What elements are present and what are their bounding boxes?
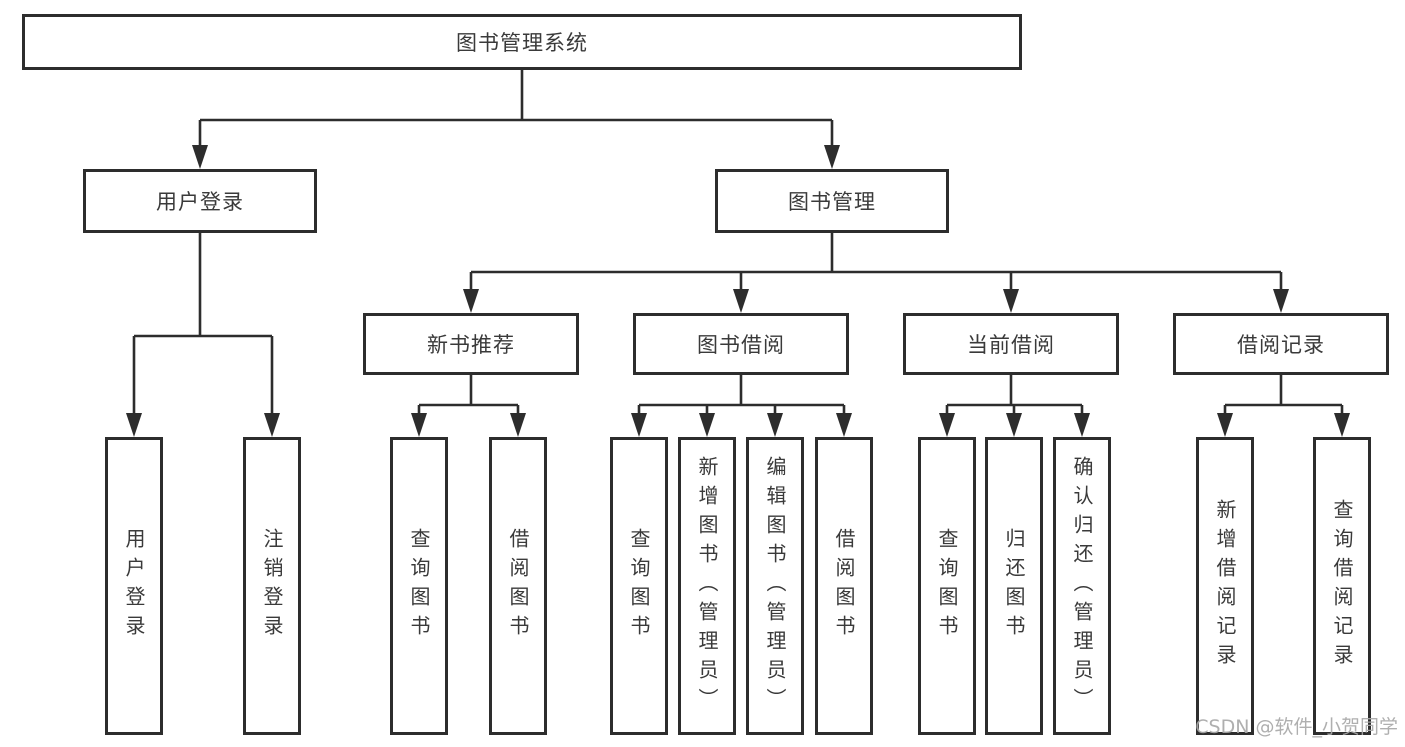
node-new-book-recommend: 新书推荐: [363, 313, 579, 375]
leaf-query-books-borrow: 查询图书: [610, 437, 668, 735]
leaf-label: 新增借阅记录: [1213, 499, 1237, 673]
leaf-borrow-books-recommend: 借阅图书: [489, 437, 547, 735]
leaf-label: 注销登录: [260, 528, 284, 644]
connector-current-borrow-to-leaves: [939, 375, 1090, 437]
leaf-add-book-admin: 新增图书（管理员）: [678, 437, 736, 735]
leaf-user-login: 用户登录: [105, 437, 163, 735]
node-label: 图书管理系统: [456, 31, 588, 55]
node-user-login: 用户登录: [83, 169, 317, 233]
leaf-label: 归还图书: [1002, 528, 1026, 644]
connector-book-management-to-level3: [463, 233, 1289, 313]
leaf-label: 查询图书: [935, 528, 959, 644]
node-label: 用户登录: [156, 190, 244, 214]
connector-new-books-to-leaves: [411, 375, 526, 437]
connector-user-login-to-leaves: [126, 233, 280, 437]
leaf-query-books-recommend: 查询图书: [390, 437, 448, 735]
leaf-query-books-current: 查询图书: [918, 437, 976, 735]
leaf-label: 查询图书: [627, 528, 651, 644]
connector-root-to-level2: [192, 70, 840, 169]
leaf-add-borrow-record: 新增借阅记录: [1196, 437, 1254, 735]
leaf-label: 借阅图书: [506, 528, 530, 644]
node-label: 图书借阅: [697, 333, 785, 357]
leaf-label: 新增图书（管理员）: [695, 455, 719, 717]
connector-book-borrow-to-leaves: [631, 375, 852, 437]
csdn-watermark: CSDN @软件_小贺同学: [1195, 716, 1398, 738]
node-label: 当前借阅: [967, 333, 1055, 357]
leaf-label: 确认归还（管理员）: [1070, 455, 1094, 717]
node-borrow-records: 借阅记录: [1173, 313, 1389, 375]
leaf-return-book: 归还图书: [985, 437, 1043, 735]
leaf-edit-book-admin: 编辑图书（管理员）: [746, 437, 804, 735]
leaf-borrow-books: 借阅图书: [815, 437, 873, 735]
leaf-label: 编辑图书（管理员）: [763, 455, 787, 717]
node-label: 图书管理: [788, 190, 876, 214]
leaf-confirm-return-admin: 确认归还（管理员）: [1053, 437, 1111, 735]
node-book-borrow: 图书借阅: [633, 313, 849, 375]
node-current-borrow: 当前借阅: [903, 313, 1119, 375]
leaf-logout: 注销登录: [243, 437, 301, 735]
leaf-label: 借阅图书: [832, 528, 856, 644]
node-library-management-system: 图书管理系统: [22, 14, 1022, 70]
node-label: 新书推荐: [427, 333, 515, 357]
leaf-label: 查询图书: [407, 528, 431, 644]
leaf-label: 查询借阅记录: [1330, 499, 1354, 673]
leaf-query-borrow-record: 查询借阅记录: [1313, 437, 1371, 735]
node-label: 借阅记录: [1237, 333, 1325, 357]
node-book-management: 图书管理: [715, 169, 949, 233]
connector-borrow-records-to-leaves: [1217, 375, 1350, 437]
leaf-label: 用户登录: [122, 528, 146, 644]
